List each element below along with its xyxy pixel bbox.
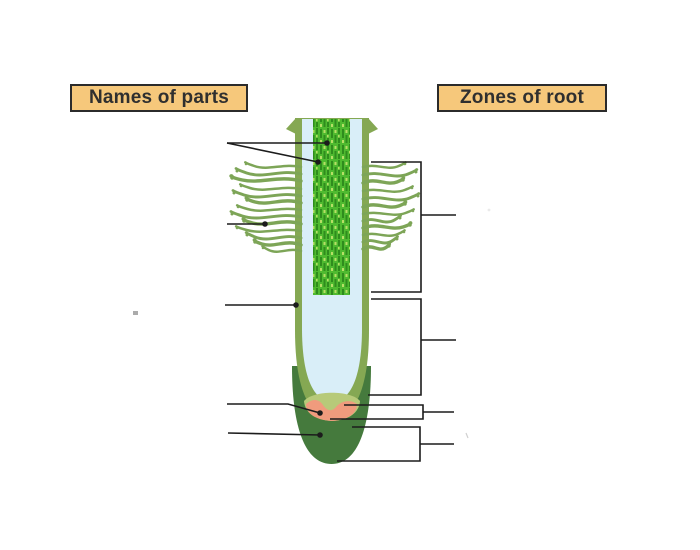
root-hair-strand xyxy=(261,245,303,253)
scan-artifacts xyxy=(133,208,491,439)
root-hair-strand xyxy=(231,189,303,199)
root-hair-strand xyxy=(244,196,303,205)
pointer-vascular-lower xyxy=(226,142,319,163)
root-hair-strand xyxy=(361,235,399,245)
root-hair-strand xyxy=(229,174,303,183)
root-hair-strand xyxy=(243,161,303,169)
pointer-dot-vascular-lower xyxy=(315,159,321,165)
root-hair-strand xyxy=(361,192,421,202)
pointer-dot-root-cap xyxy=(317,432,323,438)
root-hair-strand xyxy=(234,167,303,177)
root-hair-strand xyxy=(361,242,392,251)
pointer-dot-root-hair xyxy=(262,221,268,227)
root-hair-strand xyxy=(252,238,303,247)
bracket-root-hair-zone xyxy=(371,161,422,293)
tube-top-flare-left xyxy=(286,118,296,134)
bracket-elongation-zone xyxy=(368,298,422,396)
root-hair-strand xyxy=(361,200,408,209)
zone-brackets xyxy=(330,161,456,462)
root-hair-strand xyxy=(361,185,414,193)
pointer-meristem xyxy=(227,403,321,414)
root-hair-strand xyxy=(234,225,303,233)
root-hair-strand xyxy=(235,204,303,212)
root-hair-strand xyxy=(241,217,303,226)
zones-of-root-box: Zones of root xyxy=(437,84,607,112)
root-hair-strand xyxy=(361,221,413,230)
root-hair-strand xyxy=(238,183,303,191)
root-hair-strand xyxy=(361,168,419,178)
names-of-parts-box: Names of parts xyxy=(70,84,248,112)
pointer-dot-vascular-upper xyxy=(324,140,330,146)
pointer-root-cap xyxy=(227,432,321,436)
pointer-dot-epidermis xyxy=(293,302,299,308)
root-hair-strand xyxy=(361,208,415,216)
root-hair-strand xyxy=(244,231,303,241)
root-hair-strand xyxy=(229,210,303,220)
vascular-cylinder xyxy=(313,119,350,295)
tube-top-flare-right xyxy=(368,118,378,134)
root-hair-strand xyxy=(361,214,403,224)
part-pointer-lines xyxy=(225,140,330,438)
root-hair-strand xyxy=(361,161,407,169)
root-hair-strand xyxy=(361,229,406,237)
root-hair-strand xyxy=(361,176,406,185)
zones-of-root-label: Zones of root xyxy=(460,87,584,108)
names-of-parts-label: Names of parts xyxy=(88,87,230,108)
pointer-dot-meristem xyxy=(317,410,323,416)
root-hairs xyxy=(229,161,421,253)
